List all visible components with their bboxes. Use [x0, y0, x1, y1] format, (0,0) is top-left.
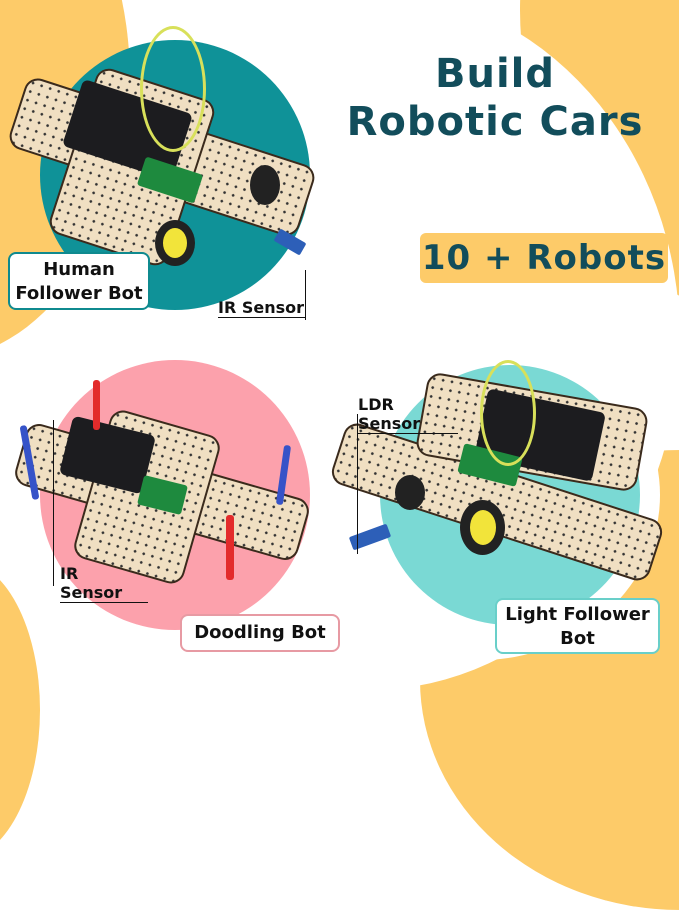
human-follower-robot-image [0, 20, 340, 280]
headline: Build Robotic Cars [320, 50, 670, 146]
wheel-hub [163, 228, 187, 258]
label-line: Human [43, 259, 115, 280]
ir-sensor-callout: IR Sensor [60, 564, 148, 603]
wheel [250, 165, 280, 205]
ldr-sensor-module [348, 523, 392, 551]
label-line: Follower Bot [15, 283, 143, 304]
callout-line [53, 420, 54, 586]
wheel [395, 475, 425, 510]
red-pen [93, 380, 100, 430]
callout-line [305, 270, 306, 320]
jumper-wire [480, 360, 536, 466]
label-line: Bot [560, 628, 595, 649]
callout-line [357, 414, 358, 554]
red-pen [226, 515, 234, 580]
ldr-sensor-callout: LDR Sensor [358, 395, 458, 434]
light-follower-robot-image [328, 360, 679, 600]
ir-sensor-callout: IR Sensor [218, 298, 307, 318]
jumper-wire [140, 26, 206, 152]
headline-line1: Build [434, 51, 556, 97]
wheel-hub [470, 510, 496, 545]
headline-line2: Robotic Cars [346, 99, 644, 145]
doodling-robot-image [0, 380, 330, 610]
robot-count-badge: 10 + Robots [420, 233, 668, 283]
human-follower-bot-label: Human Follower Bot [8, 252, 150, 310]
label-line: Light Follower [505, 604, 650, 625]
doodling-bot-label: Doodling Bot [180, 614, 340, 652]
light-follower-bot-label: Light Follower Bot [495, 598, 660, 654]
